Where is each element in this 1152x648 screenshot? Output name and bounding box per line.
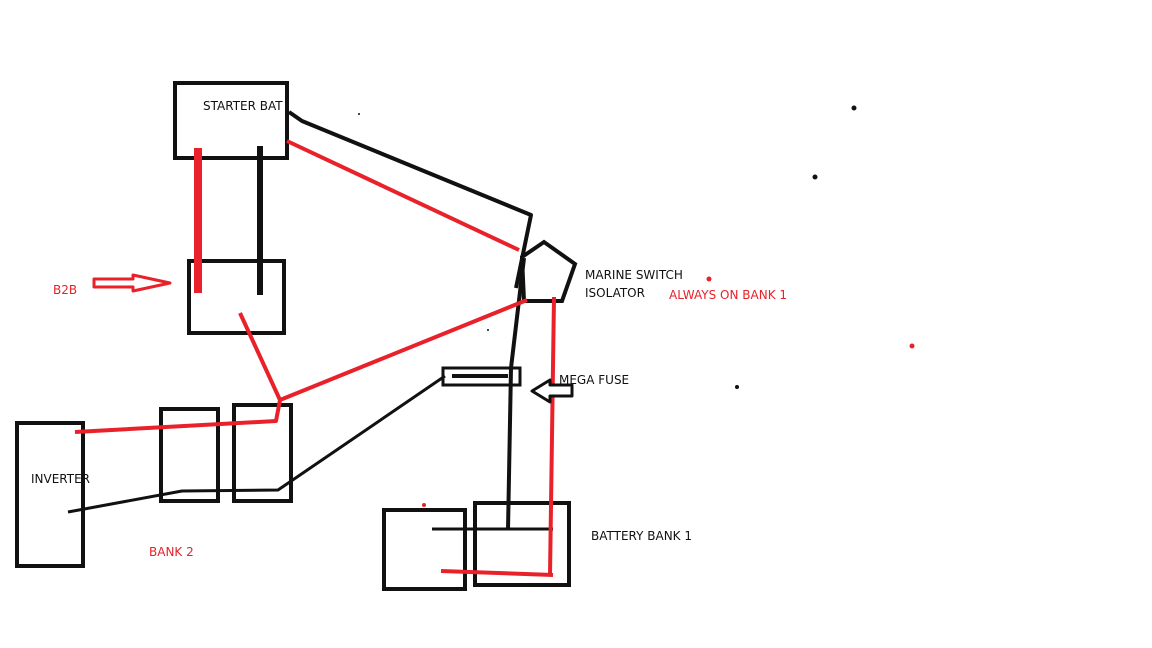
isolator-label: ISOLATOR <box>585 286 645 300</box>
positive-wire-b2b-to-bank2 <box>74 312 282 434</box>
stray-dot-red <box>706 276 712 282</box>
positive-wire-bank1-link <box>440 569 554 577</box>
b2b-arrow-icon <box>92 273 172 293</box>
inverter-label: INVERTER <box>31 472 91 486</box>
bank2-battery-left <box>159 407 220 503</box>
positive-wire-switch-to-bank1 <box>548 296 556 576</box>
stray-dot <box>358 113 360 115</box>
negative-wire-switch-to-bank1 <box>506 257 526 531</box>
bank1-battery-left <box>382 508 467 591</box>
starter-battery-box <box>173 81 289 160</box>
positive-wire-bank2-to-switch <box>279 298 528 402</box>
stray-dot <box>812 174 818 180</box>
negative-wire-fuse-to-bank2 <box>67 374 446 514</box>
bank1-battery-right <box>473 501 571 587</box>
starter-battery-label: STARTER BAT <box>203 99 283 113</box>
inverter-box <box>15 421 85 568</box>
always-on-bank1-label: ALWAYS ON BANK 1 <box>669 288 788 302</box>
stray-dot <box>851 105 857 111</box>
stray-dot-red <box>909 343 915 349</box>
negative-wire-starter-to-switch <box>287 110 533 289</box>
stray-dot-red <box>422 503 426 507</box>
stray-dot <box>487 329 489 331</box>
positive-wire-starter-to-switch <box>286 139 520 252</box>
mega-fuse-arrow-icon <box>530 378 574 404</box>
bank2-battery-right <box>232 403 293 503</box>
b2b-label: B2B <box>53 283 78 297</box>
b2b-charger-box <box>187 259 286 335</box>
mega-fuse-label: MEGA FUSE <box>559 373 630 387</box>
stray-dot <box>735 385 739 389</box>
marine-switch-label: MARINE SWITCH <box>585 268 683 282</box>
battery-bank1-label: BATTERY BANK 1 <box>591 529 692 543</box>
marine-switch-isolator-shape <box>519 239 578 303</box>
bank2-label: BANK 2 <box>149 545 194 559</box>
